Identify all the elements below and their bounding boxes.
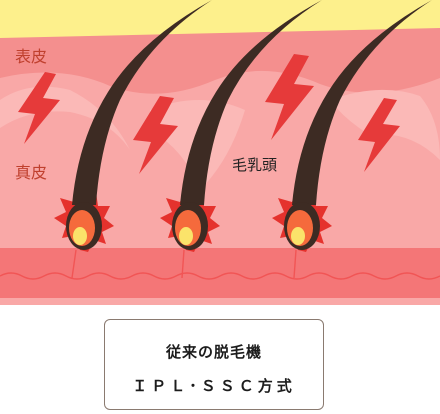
caption-title: 従来の脱毛機 — [165, 343, 262, 361]
nerve-wave-line — [0, 272, 440, 280]
label-dermal-papilla: 毛乳頭 — [232, 156, 278, 174]
hair-removal-diagram — [0, 0, 440, 305]
hair-follicle-3 — [272, 0, 432, 279]
hair-shaft — [72, 0, 212, 205]
dermis-layer — [0, 70, 440, 305]
caption-method: ＩＰＬ･ＳＳＣ方式 — [132, 377, 296, 395]
label-epidermis: 表皮 — [15, 47, 48, 66]
caption-box: 従来の脱毛機 ＩＰＬ･ＳＳＣ方式 — [104, 319, 324, 410]
lightning-bolt-icon — [265, 54, 314, 140]
hair-follicle-2 — [160, 0, 322, 279]
lightning-bolt-icon — [358, 98, 400, 172]
lightning-bolt-icon — [133, 96, 178, 174]
hair-shaft — [292, 0, 432, 205]
label-dermis: 真皮 — [15, 163, 48, 182]
hair-follicle-1 — [54, 0, 212, 279]
bottom-strip — [0, 298, 440, 305]
hair-shaft — [180, 0, 322, 205]
lightning-bolt-icon — [18, 72, 60, 144]
